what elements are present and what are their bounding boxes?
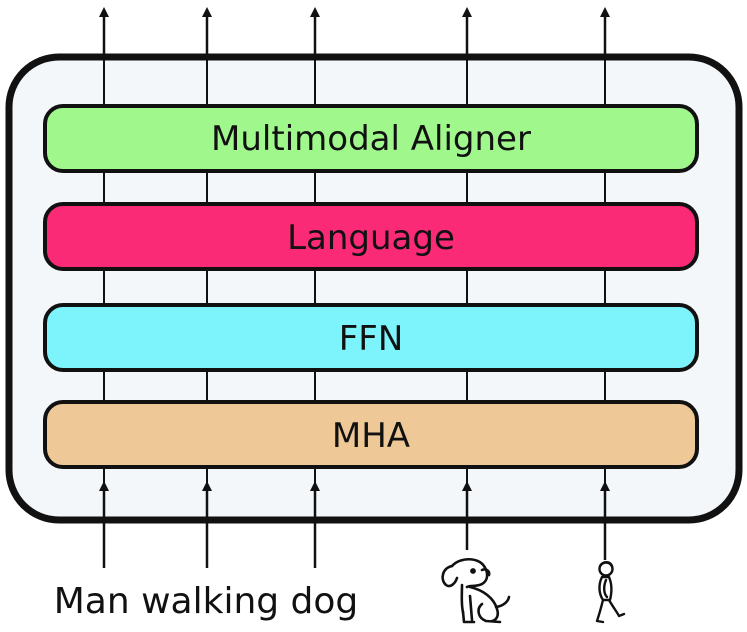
layer-language-label: Language <box>287 218 455 258</box>
layer-multimodal-aligner-label: Multimodal Aligner <box>211 119 531 159</box>
layer-ffn: FFN <box>43 303 699 372</box>
layer-language: Language <box>43 202 699 271</box>
dog-icon <box>441 557 511 624</box>
layer-mha-label: MHA <box>332 416 410 456</box>
layer-mha: MHA <box>43 400 699 469</box>
walking-person-icon <box>595 561 626 624</box>
layer-ffn-label: FFN <box>339 319 404 359</box>
input-text: Man walking dog <box>54 581 359 622</box>
layer-multimodal-aligner: Multimodal Aligner <box>43 104 699 173</box>
input-arrows <box>99 481 610 568</box>
output-arrows <box>99 7 610 60</box>
